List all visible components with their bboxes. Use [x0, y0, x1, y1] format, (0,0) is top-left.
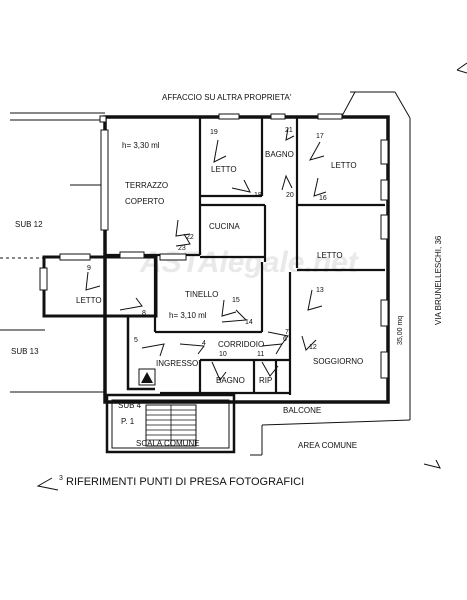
sub12-label: SUB 12: [15, 220, 43, 229]
room-letto-middle: LETTO: [317, 251, 343, 260]
room-bagno-10: BAGNO: [216, 376, 245, 385]
warning-triangle-icon: [138, 368, 156, 386]
area-dimension-label: 35,00 mq: [397, 316, 404, 345]
point-11: 11: [257, 351, 264, 358]
point-21: 21: [285, 127, 293, 134]
legend-text: RIFERIMENTI PUNTI DI PRESA FOTOGRAFICI: [66, 476, 304, 488]
point-16: 16: [319, 195, 327, 202]
watermark-text: ASTAlegale.net: [139, 246, 360, 279]
photo-markers: [85, 127, 327, 381]
room-letto-9: LETTO: [76, 296, 102, 305]
photo-point-numbers: 19 21 17 18 20 16 22 23 9 8 13 15 14 5 4…: [87, 127, 327, 358]
room-tinello: TINELLO: [185, 290, 218, 299]
terrazzo-height: h= 3,30 ml: [122, 141, 160, 150]
point-9: 9: [87, 265, 91, 272]
stair-well: [105, 393, 236, 454]
point-17: 17: [316, 133, 324, 140]
scala-comune-label: SCALA COMUNE: [136, 439, 200, 448]
room-letto-19: LETTO: [211, 165, 237, 174]
marker-right-icon: [423, 459, 441, 469]
floor-label: P. 1: [121, 417, 135, 426]
terrazzo-label-1: TERRAZZO: [125, 181, 168, 190]
room-corridoio: CORRIDOIO: [218, 340, 264, 349]
terrazzo-label-2: COPERTO: [125, 197, 164, 206]
windows: [39, 113, 389, 379]
balcone-label: BALCONE: [283, 406, 321, 415]
point-18: 18: [254, 192, 262, 199]
room-ingresso: INGRESSO: [156, 359, 198, 368]
point-6: 6: [283, 336, 287, 343]
context-lines: [0, 62, 467, 456]
point-22: 22: [186, 234, 194, 241]
interior-walls: [105, 117, 385, 395]
room-bagno-21: BAGNO: [265, 150, 294, 159]
tinello-height: h= 3,10 ml: [169, 311, 207, 320]
affaccio-label: AFFACCIO SU ALTRA PROPRIETA': [162, 93, 292, 102]
point-13: 13: [316, 287, 324, 294]
room-letto-17: LETTO: [331, 161, 357, 170]
room-cucina: CUCINA: [209, 222, 240, 231]
room-labels: h= 3,30 ml TERRAZZO COPERTO LETTO BAGNO …: [76, 141, 363, 450]
street-label: VIA BRUNELLESCHI, 36: [434, 235, 443, 325]
point-15: 15: [232, 297, 240, 304]
point-7: 7: [285, 329, 289, 336]
point-10: 10: [219, 351, 227, 358]
sub13-label: SUB 13: [11, 347, 39, 356]
room-soggiorno: SOGGIORNO: [313, 357, 363, 366]
point-8: 8: [142, 310, 146, 317]
point-19: 19: [210, 129, 218, 136]
room-rip: RIP: [259, 376, 272, 385]
area-comune-label: AREA COMUNE: [298, 441, 357, 450]
point-20: 20: [286, 192, 294, 199]
point-23: 23: [178, 245, 186, 252]
legend: 3 RIFERIMENTI PUNTI DI PRESA FOTOGRAFICI: [36, 475, 304, 491]
point-12: 12: [309, 344, 317, 351]
legend-symbol-number: 3: [59, 475, 63, 482]
photo-point-legend-icon: [36, 477, 59, 491]
point-5: 5: [134, 337, 138, 344]
point-4: 4: [202, 340, 206, 347]
sub4-label: SUB 4: [118, 401, 142, 410]
point-14: 14: [245, 319, 253, 326]
